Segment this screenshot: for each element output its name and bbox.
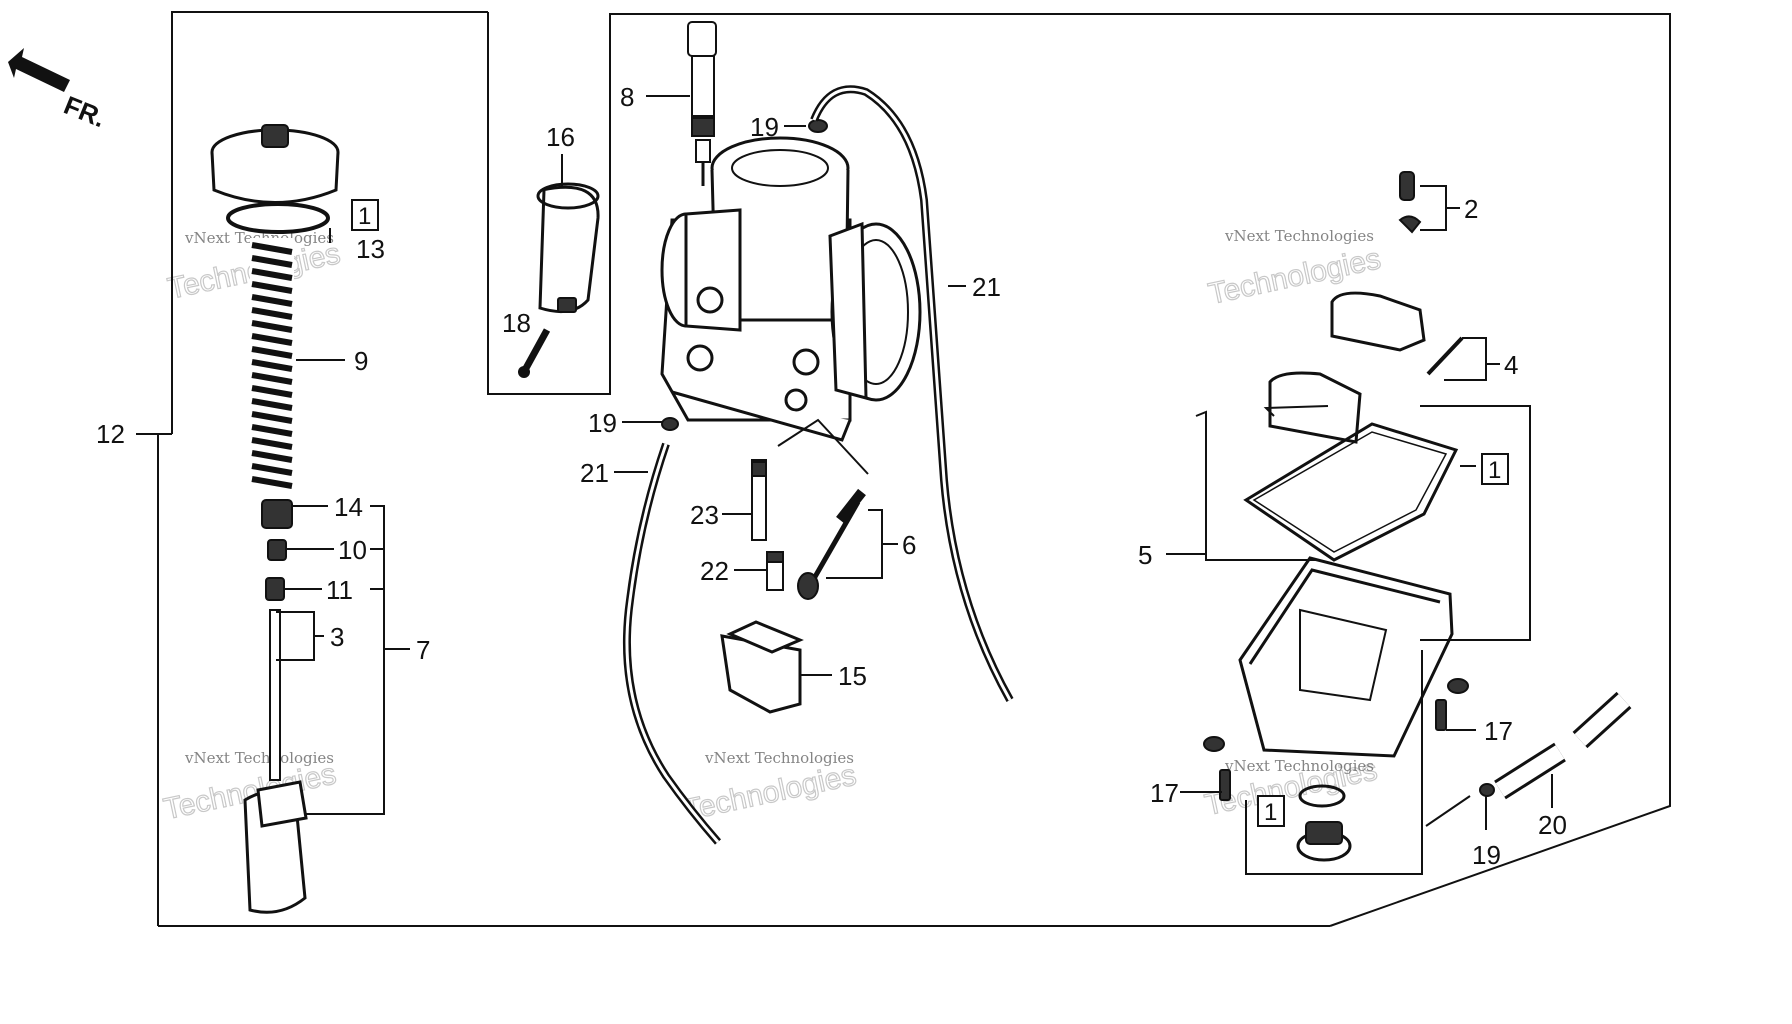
- watermark-small: vNext Technologies: [1224, 757, 1374, 775]
- callout-17: 17: [1150, 778, 1179, 808]
- cap-gasket: [226, 202, 330, 234]
- cap-screw: [261, 124, 289, 148]
- watermark-small: vNext Technologies: [704, 749, 854, 767]
- top-cap-assembly: [210, 124, 340, 914]
- callout-9: 9: [354, 346, 368, 376]
- watermark-large: Technologies: [681, 759, 859, 828]
- carburetor-body: [660, 21, 922, 442]
- callout-19: 19: [1472, 840, 1501, 870]
- callout-19: 19: [588, 408, 617, 438]
- boxed-callout-1: 1: [1264, 799, 1277, 826]
- boxed-callout-1: 1: [1488, 457, 1501, 484]
- callout-14: 14: [334, 492, 363, 522]
- callout-23: 23: [690, 500, 719, 530]
- callout-17: 17: [1484, 716, 1513, 746]
- right-leaders: [1166, 185, 1553, 875]
- callout-15: 15: [838, 661, 867, 691]
- bowl-screw: [1435, 699, 1447, 731]
- callout-21: 21: [972, 272, 1001, 302]
- callout-4: 4: [1504, 350, 1518, 380]
- callout-3: 3: [330, 622, 344, 652]
- callout-18: 18: [502, 308, 531, 338]
- needle-holder: [261, 499, 293, 529]
- drain-o-ring: [1298, 784, 1346, 808]
- arrow-icon: [8, 48, 70, 92]
- callout-5: 5: [1138, 540, 1152, 570]
- needle-clip: [267, 539, 287, 561]
- boxed-callout-1: 1: [358, 203, 371, 230]
- top-cap-body: [210, 151, 340, 204]
- needle-retainer: [265, 577, 285, 601]
- center-leaders: [614, 95, 966, 676]
- callout-13: 13: [356, 234, 385, 264]
- callout-6: 6: [902, 530, 916, 560]
- front-label: FR.: [60, 90, 110, 134]
- callout-11: 11: [326, 575, 353, 605]
- callout-20: 20: [1538, 810, 1567, 840]
- callout-21: 21: [580, 458, 609, 488]
- callout-10: 10: [338, 535, 367, 565]
- watermark-small: vNext Technologies: [1224, 227, 1374, 245]
- callout-19: 19: [750, 112, 779, 142]
- throttle-spring: [250, 238, 294, 489]
- top-cover: [1330, 291, 1426, 352]
- callout-22: 22: [700, 556, 729, 586]
- left-leaders: [276, 228, 410, 815]
- watermark-small: vNext Technologies: [184, 749, 334, 767]
- carb-float: [720, 634, 802, 714]
- boxed-callouts: 1 1 1: [351, 199, 1509, 827]
- bowl-screw: [1219, 769, 1231, 801]
- jet-needle: [269, 609, 281, 781]
- callout-2: 2: [1464, 194, 1478, 224]
- callout-12: 12: [96, 419, 125, 449]
- callout-7: 7: [416, 635, 430, 665]
- clamp-bolt: [521, 328, 551, 372]
- throttle-valve-top: [256, 780, 308, 828]
- front-direction-arrow: FR.: [8, 48, 110, 133]
- float-bowl-assembly: [1203, 171, 1632, 862]
- bowl-gasket: [1243, 422, 1459, 562]
- callout-8: 8: [620, 82, 634, 112]
- callout-16: 16: [546, 122, 575, 152]
- frame-lines: [136, 11, 1671, 927]
- callout-labels: 12 13 9 14 10 11 3 7 16 18 8 19 21 19 21…: [96, 82, 1567, 870]
- hose-clamp: [538, 185, 600, 314]
- float-valve: [1399, 171, 1415, 201]
- pilot-jet: [751, 459, 767, 541]
- clamp-and-bolt: [518, 154, 600, 378]
- hoses: [622, 85, 1014, 845]
- center-small-parts: [661, 119, 866, 714]
